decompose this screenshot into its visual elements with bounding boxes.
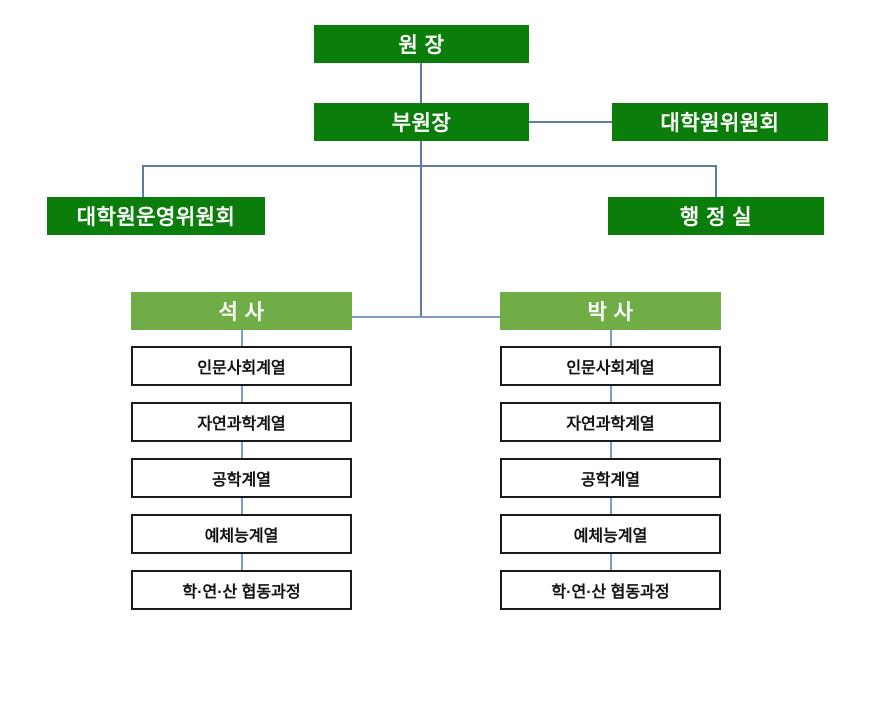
node-doctoral[interactable]: 박 사 xyxy=(500,292,721,330)
node-masters-program-1[interactable]: 인문사회계열 xyxy=(131,346,352,386)
node-masters-program-5[interactable]: 학·연·산 협동과정 xyxy=(131,570,352,610)
connector-doctoral-4 xyxy=(610,498,612,515)
connector-doctoral-2 xyxy=(610,386,612,403)
connector-vice-trunk xyxy=(420,139,422,317)
node-doctoral-program-3[interactable]: 공학계열 xyxy=(500,458,721,498)
connector-crossbar-degrees xyxy=(351,316,503,318)
connector-vice-to-graduate-committee xyxy=(529,121,613,123)
node-graduate-committee[interactable]: 대학원위원회 xyxy=(612,103,828,141)
connector-crossbar-committees xyxy=(142,165,717,167)
connector-masters-5 xyxy=(241,554,243,571)
node-doctoral-program-1[interactable]: 인문사회계열 xyxy=(500,346,721,386)
node-operating-committee[interactable]: 대학원운영위원회 xyxy=(47,197,265,235)
node-masters[interactable]: 석 사 xyxy=(131,292,352,330)
connector-masters-1 xyxy=(241,330,243,347)
node-vice-director[interactable]: 부원장 xyxy=(314,103,529,141)
node-masters-program-4[interactable]: 예체능계열 xyxy=(131,514,352,554)
node-masters-program-3[interactable]: 공학계열 xyxy=(131,458,352,498)
node-admin-office[interactable]: 행 정 실 xyxy=(608,197,824,235)
node-doctoral-program-4[interactable]: 예체능계열 xyxy=(500,514,721,554)
connector-doctoral-3 xyxy=(610,442,612,459)
node-director[interactable]: 원 장 xyxy=(314,25,529,63)
connector-masters-3 xyxy=(241,442,243,459)
connector-drop-operating-committee xyxy=(142,165,144,198)
connector-doctoral-5 xyxy=(610,554,612,571)
connector-masters-4 xyxy=(241,498,243,515)
node-doctoral-program-2[interactable]: 자연과학계열 xyxy=(500,402,721,442)
node-masters-program-2[interactable]: 자연과학계열 xyxy=(131,402,352,442)
connector-director-to-vice xyxy=(420,62,422,104)
connector-doctoral-1 xyxy=(610,330,612,347)
connector-drop-admin-office xyxy=(715,165,717,198)
node-doctoral-program-5[interactable]: 학·연·산 협동과정 xyxy=(500,570,721,610)
connector-masters-2 xyxy=(241,386,243,403)
